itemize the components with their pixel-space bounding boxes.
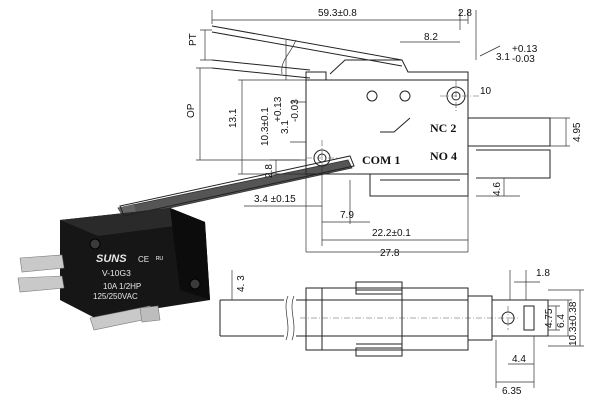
product-rating2: 125/250VAC: [93, 292, 138, 301]
dim-bottom-6-35: 6.35: [502, 386, 522, 397]
product-rating1: 10A 1/2HP: [103, 282, 141, 291]
dim-bottom-1-8: 1.8: [536, 268, 550, 279]
dim-total-length: 59.3±0.8: [318, 8, 357, 19]
dim-width-27-8: 27.8: [380, 248, 400, 259]
dim-height-13-1: 13.1: [228, 108, 239, 128]
dim-tab-offset: 2.8: [458, 8, 472, 19]
side-view-drawing: 59.3±0.8 2.8 8.2 3.1 +0.13 -0.03 10 PT O…: [119, 8, 583, 259]
hole-1: [366, 90, 378, 102]
dim-hole-tol-upper: +0.13: [512, 44, 538, 55]
dim-hole-side-tol-upper: +0.13: [273, 96, 284, 122]
dim-hole-side-main: 3.1: [280, 120, 291, 134]
dim-width-7-9: 7.9: [340, 210, 354, 221]
dim-terminal-4-95: 4.95: [572, 122, 583, 142]
dim-hole-dia-main: 3.1: [496, 52, 510, 63]
dim-hole-side-tol-lower: -0.03: [290, 99, 301, 122]
terminal-nc: NC 2: [430, 121, 456, 135]
dim-pt: PT: [188, 33, 199, 46]
terminal-com: COM 1: [362, 153, 400, 167]
dim-side-2-8: 2.8: [264, 164, 275, 178]
dim-pin-ten: 10: [480, 86, 492, 97]
dim-bottom-4-4: 4.4: [512, 354, 526, 365]
dim-left-3-4: 3.4 ±0.15: [254, 194, 296, 205]
ce-mark: CE: [138, 255, 149, 264]
dim-height-10-3: 10.3±0.1: [260, 107, 271, 146]
dim-op: OP: [186, 103, 197, 118]
dim-terminal-4-6: 4.6: [492, 182, 503, 196]
switch-body-outline: [305, 79, 469, 175]
top-view-drawing: 4. 3 1.8 4.75 6.4 10.3±0.38 4.4 6.35: [219, 268, 584, 397]
dim-hole-tol-lower: -0.03: [512, 54, 535, 65]
product-brand: SUNS: [96, 253, 127, 265]
product-model: V-10G3: [102, 268, 131, 278]
product-photo: SUNS CE ᴿᵁ V-10G3 10A 1/2HP 125/250VAC: [17, 159, 353, 331]
dim-lever-offset: 8.2: [424, 32, 438, 43]
dim-bottom-10-3: 10.3±0.38: [568, 301, 579, 346]
ul-mark: ᴿᵁ: [156, 255, 164, 264]
dim-bottom-6-4: 6.4: [556, 314, 567, 328]
dim-bottom-4-75: 4.75: [544, 308, 555, 328]
terminal-no: NO 4: [430, 149, 457, 163]
dim-bottom-4-3: 4. 3: [236, 275, 247, 292]
dim-width-22-2: 22.2±0.1: [372, 228, 411, 239]
hole-2: [399, 90, 411, 102]
